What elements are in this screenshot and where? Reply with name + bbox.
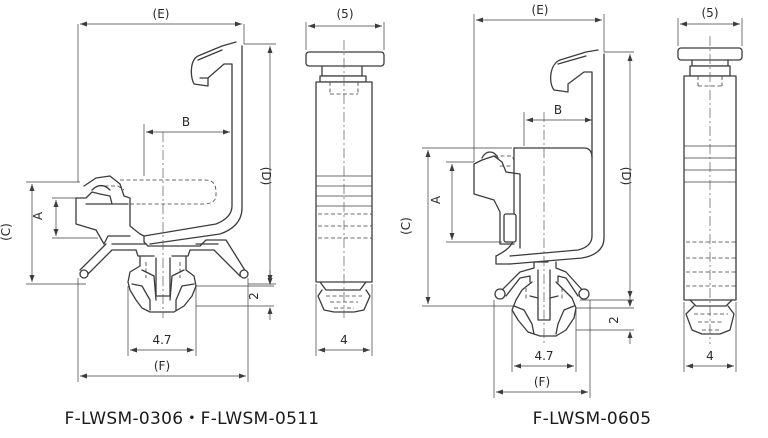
left-dim-47: 4.7	[127, 286, 197, 356]
right-dim-f-label: (F)	[534, 375, 550, 389]
left-dim-e: (E)	[77, 7, 245, 182]
left-dim-e-label: (E)	[153, 7, 170, 21]
right-dim-d: (D)	[580, 51, 634, 301]
right-dim-2-label: 2	[607, 316, 621, 324]
right-dim-b: B	[523, 103, 592, 146]
left-dim-c: (C)	[0, 181, 86, 285]
right-dim-5-label: (5)	[702, 6, 719, 20]
right-dim-47-label: 4.7	[534, 349, 553, 363]
right-dim-a-label: A	[429, 195, 443, 204]
left-dim-2-label: 2	[247, 292, 261, 300]
right-dim-2: 2	[576, 294, 634, 344]
left-dim-2: 2	[196, 270, 274, 320]
left-dim-b: B	[143, 115, 230, 176]
right-caption: F-LWSM-0605	[533, 409, 652, 429]
left-dim-f: (F)	[77, 278, 249, 382]
left-dim-4-label: 4	[340, 333, 348, 347]
left-dim-a: A	[31, 197, 98, 239]
left-dim-47-label: 4.7	[152, 333, 171, 347]
right-dim-f: (F)	[493, 300, 591, 398]
right-dim-c: (C)	[399, 147, 514, 307]
right-side-view	[677, 36, 743, 344]
left-dim-5: (5)	[305, 7, 385, 50]
right-dim-c-label: (C)	[399, 217, 413, 235]
left-caption: F-LWSM-0306・F-LWSM-0511	[65, 409, 320, 429]
left-dim-b-label: B	[182, 115, 190, 129]
right-dim-4-label: 4	[706, 349, 714, 363]
right-dim-e: (E)	[473, 3, 605, 162]
left-dim-d: (D)	[244, 43, 276, 285]
right-dim-5: (5)	[677, 6, 743, 46]
left-dim-f-label: (F)	[154, 359, 170, 373]
left-dim-d-label: (D)	[259, 167, 273, 186]
left-dim-a-label: A	[31, 211, 45, 220]
right-dim-d-label: (D)	[619, 167, 633, 186]
right-dim-b-label: B	[554, 103, 562, 117]
right-dim-a: A	[429, 161, 502, 243]
right-dim-e-label: (E)	[532, 3, 549, 17]
left-front-view	[75, 41, 249, 319]
right-dim-4: 4	[683, 302, 737, 372]
left-dim-4: 4	[315, 284, 373, 356]
right-dim-47: 4.7	[511, 310, 577, 372]
left-side-view	[305, 39, 385, 319]
left-dim-5-label: (5)	[337, 7, 354, 21]
right-front-view	[473, 49, 605, 344]
left-dim-c-label: (C)	[0, 223, 13, 241]
